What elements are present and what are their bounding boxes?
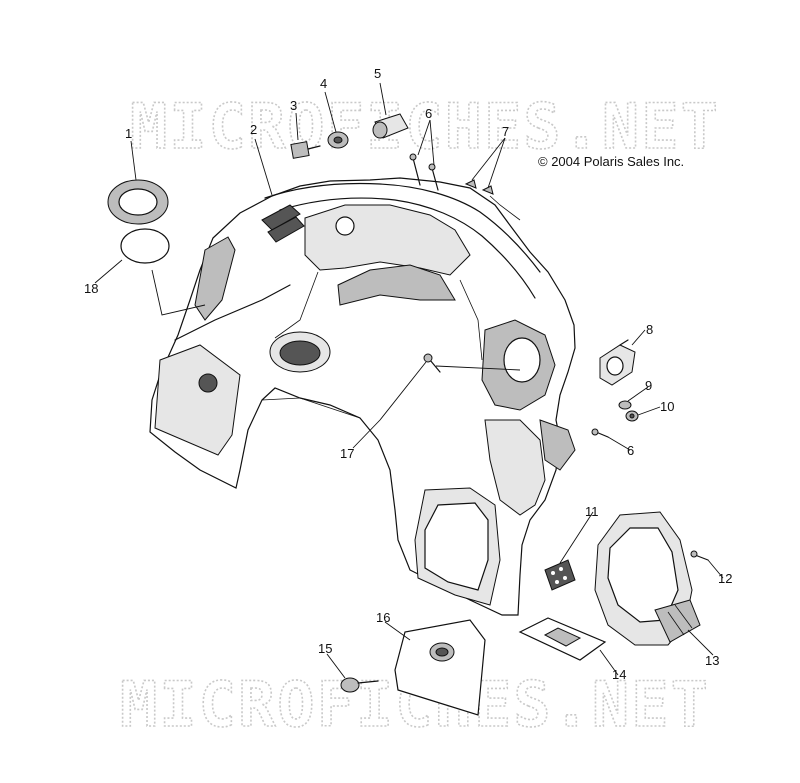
part-15-fastener	[340, 677, 379, 693]
callout-12: 12	[718, 571, 732, 586]
callout-labels: 1 2 3 4 5 6 7 8 9 10 6 11 12 13 14 15 16…	[84, 66, 732, 682]
nose-opening	[424, 502, 489, 591]
part-1-grommet	[107, 179, 169, 225]
callout-10: 10	[660, 399, 674, 414]
watermark-top: MICROFICHES.NET	[130, 90, 720, 163]
louver-b	[267, 216, 305, 243]
right-socket-opening	[503, 337, 541, 383]
leader-lines	[94, 82, 724, 679]
callout-18: 18	[84, 281, 98, 296]
callout-15: 15	[318, 641, 332, 656]
center-recess	[337, 264, 456, 306]
part-11-connector	[544, 559, 576, 591]
right-rib	[484, 419, 546, 516]
hood-inner-ridge	[279, 197, 536, 299]
part-3-clip	[290, 141, 321, 159]
callout-13: 13	[705, 653, 719, 668]
part-16-panel	[394, 619, 486, 716]
callout-7: 7	[502, 124, 509, 139]
callout-3: 3	[290, 98, 297, 113]
callout-6-top: 6	[425, 106, 432, 121]
part-14-gasket	[518, 617, 607, 661]
callout-17: 17	[340, 446, 354, 461]
callout-1: 1	[125, 126, 132, 141]
part-10-nut	[625, 410, 639, 422]
part-7-pins	[464, 179, 494, 195]
part-13-housing	[594, 511, 701, 646]
filler-hole	[279, 340, 321, 366]
part-17-stud	[423, 353, 441, 373]
upper-hole	[335, 216, 355, 236]
louver-a	[261, 204, 301, 231]
left-side-vent	[194, 236, 236, 321]
callout-5: 5	[374, 66, 381, 81]
callout-16: 16	[376, 610, 390, 625]
callout-8: 8	[646, 322, 653, 337]
part-6-screw-right	[591, 428, 609, 438]
callout-14: 14	[612, 667, 626, 682]
callout-4: 4	[320, 76, 327, 91]
panel-hole	[198, 373, 218, 393]
contour-2	[459, 279, 483, 361]
part-8-bracket	[599, 339, 636, 386]
part-9-washer	[618, 400, 632, 410]
contour-3	[261, 397, 361, 419]
part-6-screws-top	[409, 153, 439, 191]
callout-6-right: 6	[627, 443, 634, 458]
callout-2: 2	[250, 122, 257, 137]
left-crease	[174, 284, 291, 341]
part-4-nut	[327, 131, 349, 149]
part-5-bushing	[372, 113, 409, 139]
hood-top-ridge	[264, 182, 541, 273]
callout-9: 9	[645, 378, 652, 393]
part-12-screw	[690, 550, 709, 561]
callout-11: 11	[585, 504, 599, 519]
right-bracket	[539, 419, 576, 471]
copyright-notice: © 2004 Polaris Sales Inc.	[538, 154, 684, 169]
part-18-o-ring	[120, 228, 170, 264]
contour-4	[489, 195, 521, 221]
contour-1	[274, 271, 319, 339]
front-left-panel	[154, 344, 241, 456]
hood-assembly	[149, 177, 576, 616]
